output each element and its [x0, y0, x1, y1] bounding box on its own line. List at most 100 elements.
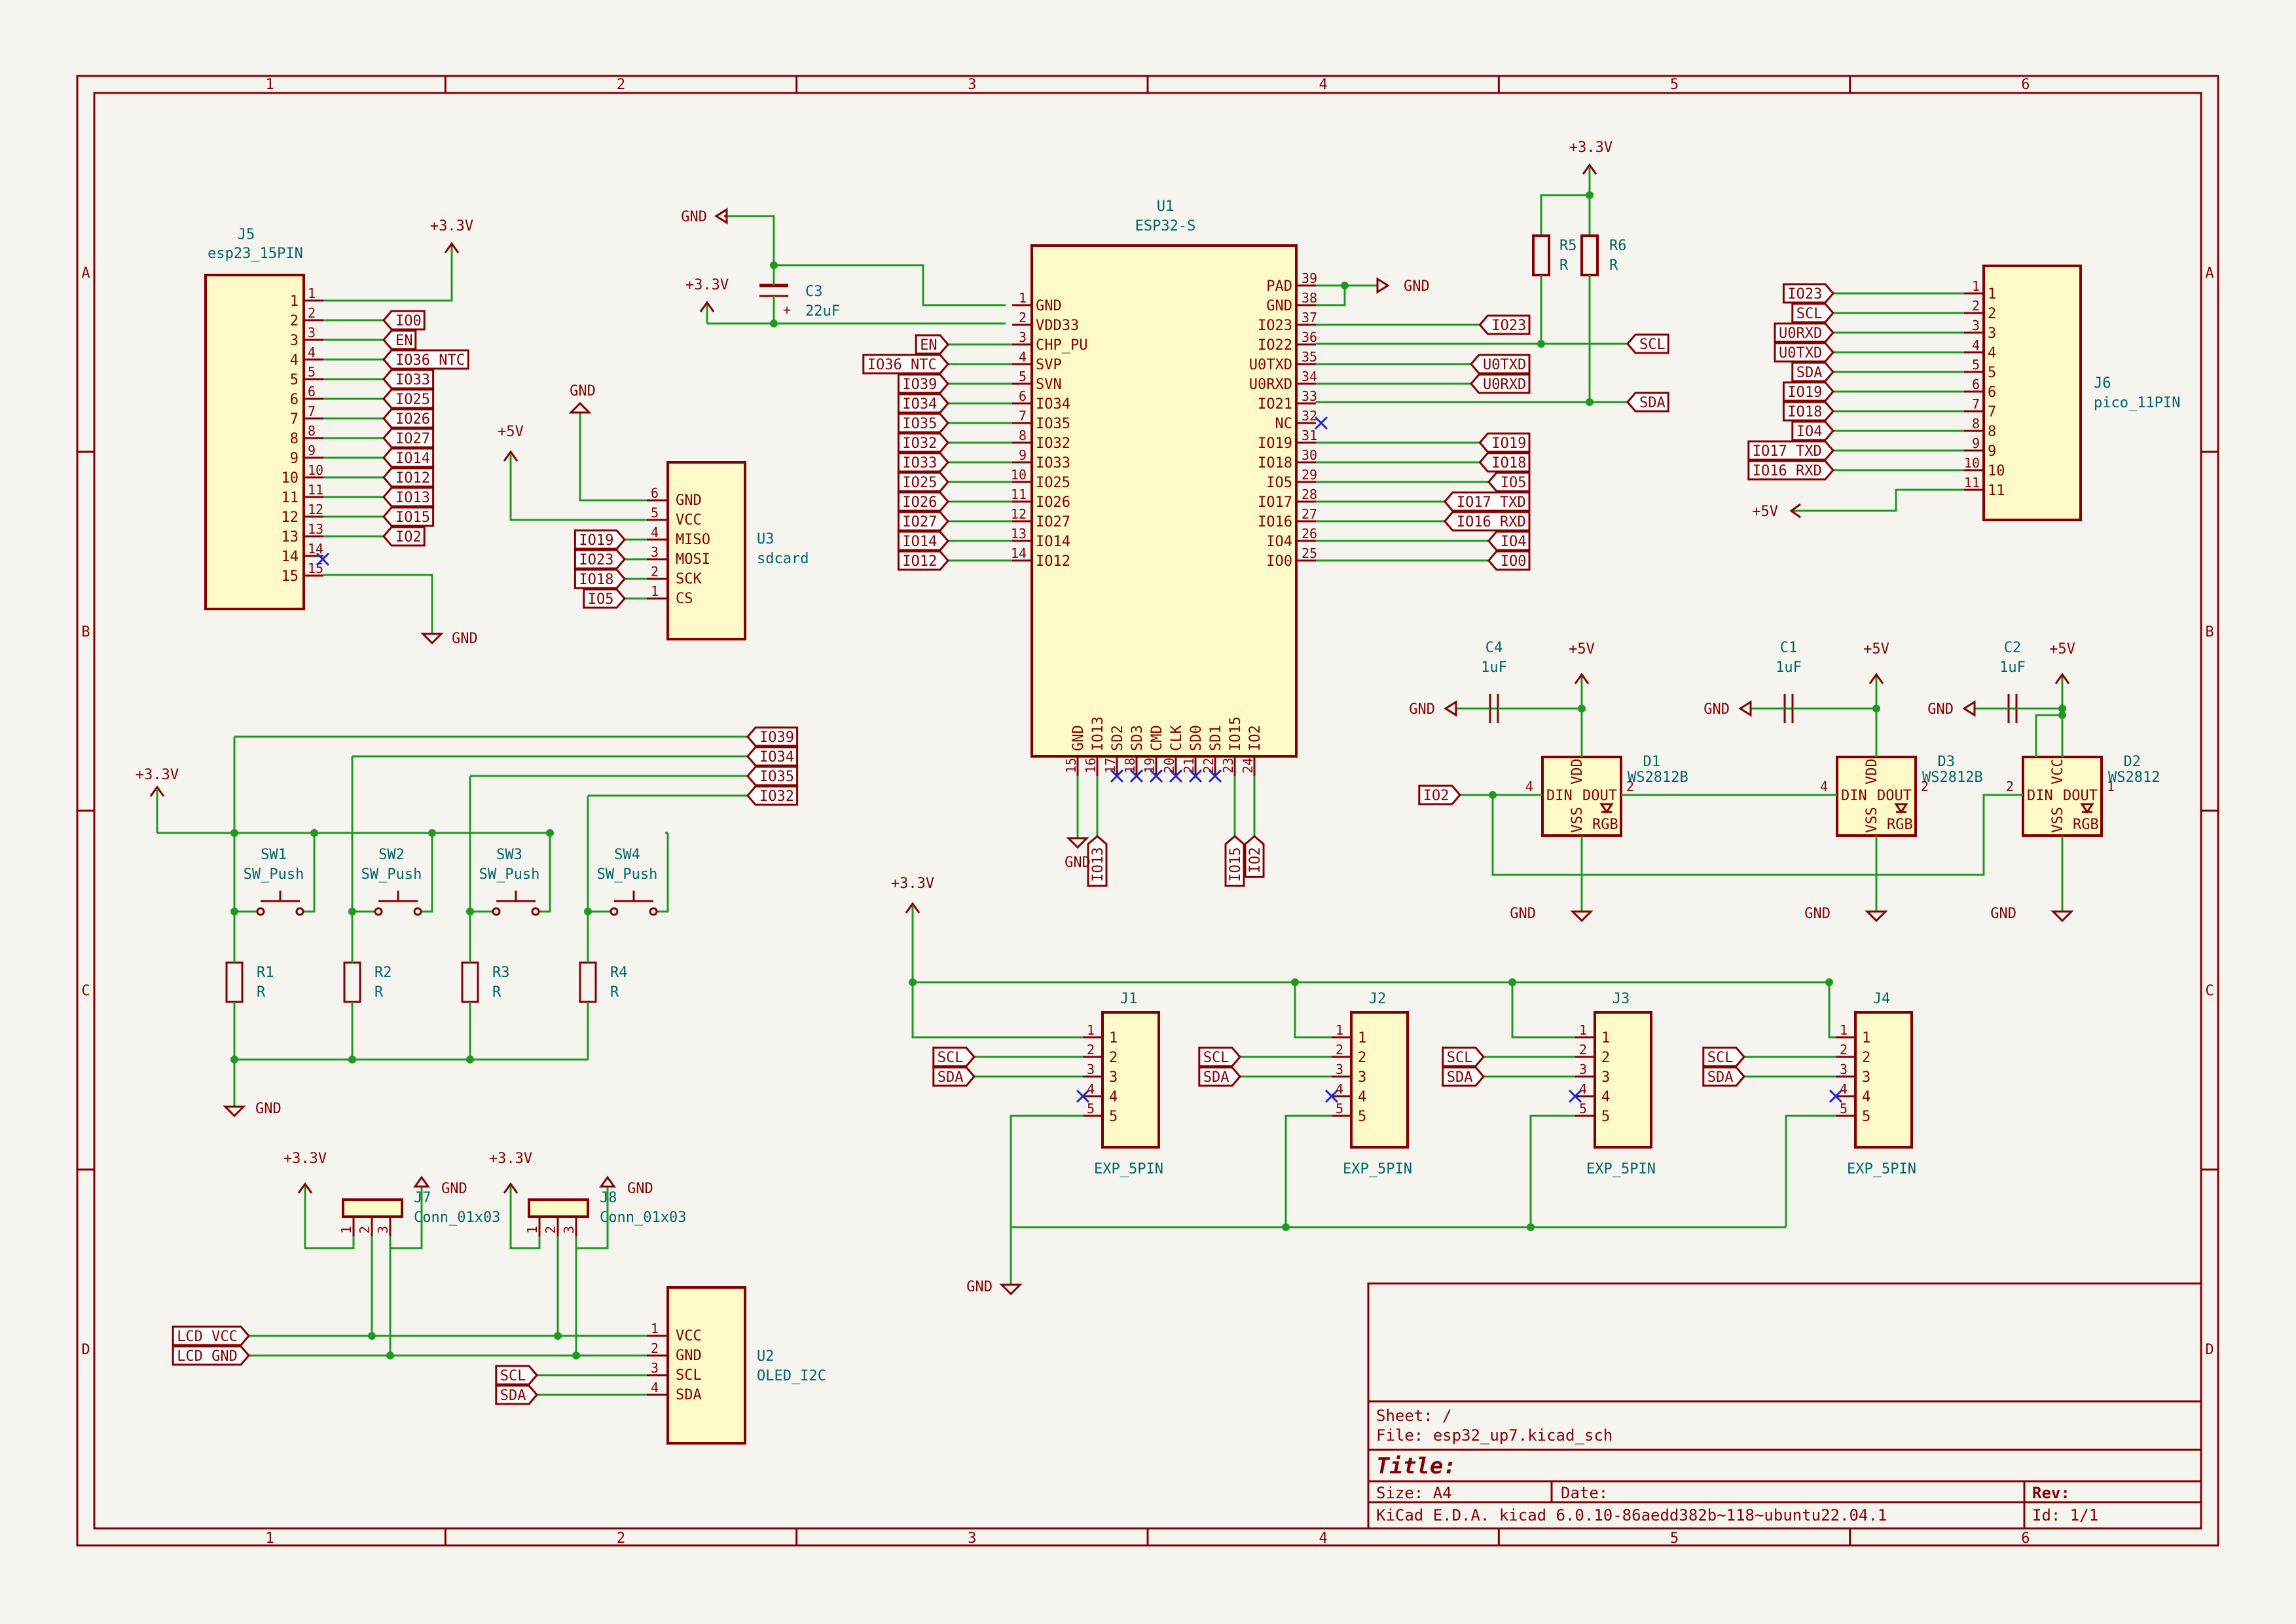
u3-net-label-shape [574, 549, 626, 570]
c3-plus: + [783, 302, 791, 318]
u1-right-net-label: IO16_RXD [1457, 514, 1526, 530]
power-arrow [503, 1182, 519, 1194]
u1-left-net-label: IO25 [902, 475, 937, 491]
j5-pin-number: 8 [308, 423, 316, 439]
u2-pin-number: 3 [651, 1360, 659, 1376]
u3-pin-number: 2 [651, 564, 659, 580]
conn3-body [342, 1198, 403, 1218]
u1-right-net-label: IO0 [1501, 553, 1527, 570]
no-connect-mark [1076, 1089, 1090, 1103]
no-connect-mark [1208, 769, 1222, 783]
exp-value: EXP_5PIN [1094, 1161, 1163, 1177]
gnd-label: GND [1510, 906, 1536, 922]
u1-ref: U1 [1157, 198, 1175, 215]
j6-pin-name: 4 [1988, 345, 1996, 361]
wire [911, 982, 1083, 1039]
no-connect-mark [1188, 769, 1203, 783]
led-pin-number: 1 [2107, 779, 2115, 794]
exp-value: EXP_5PIN [1343, 1161, 1412, 1177]
j5-net-label: IO2 [395, 529, 422, 545]
junction-dot [1825, 978, 1833, 986]
u1-pin-name: IO18 [1258, 455, 1292, 471]
j6-pin-name: 6 [1988, 384, 1996, 401]
led-cap-ref: C4 [1485, 640, 1503, 656]
exp-sda-label: SDA [1707, 1069, 1734, 1086]
switch-contact [531, 907, 540, 916]
junction-dot [1291, 978, 1299, 986]
u3-pin-number: 6 [651, 485, 659, 501]
u1-pin-name: SD2 [1110, 725, 1126, 751]
wire [389, 1187, 423, 1249]
sw-3v3-label: +3.3V [136, 767, 179, 783]
j6-pin-number: 1 [1972, 278, 1980, 294]
exp-ref: J1 [1120, 991, 1138, 1007]
led-vdd-name: VDD [1569, 758, 1586, 784]
exp-pin-name: 4 [1601, 1089, 1610, 1105]
exp-scl-label: SCL [1203, 1050, 1230, 1066]
u1-pin-number: 11 [1011, 487, 1027, 502]
switch-net-label: IO32 [759, 788, 794, 805]
u2-pin-number: 2 [651, 1340, 659, 1356]
u1-left-net-label-shape [897, 471, 949, 492]
u1-pin-name: VDD33 [1036, 318, 1079, 334]
u1-right-net-label-shape [1478, 452, 1531, 473]
j5-pin-number: 9 [308, 443, 316, 458]
u1-left-net-label-shape [897, 491, 949, 512]
u1-pin-number: 3 [1019, 329, 1027, 345]
wire [304, 1184, 355, 1249]
u1-value: ESP32-S [1135, 218, 1196, 234]
exp-body [1854, 1011, 1913, 1149]
led-dout-name: DOUT [1582, 788, 1617, 804]
exp-pin-name: 2 [1358, 1050, 1366, 1066]
exp-sda-label: SDA [1447, 1069, 1473, 1086]
exp-sda-label: SDA [938, 1069, 964, 1086]
wire [575, 1187, 609, 1249]
grid-col-top: 4 [1319, 77, 1328, 93]
led-cap-gnd-label: GND [1704, 701, 1730, 718]
u1-bottom-net-label-shape [1224, 835, 1245, 887]
wire [302, 833, 316, 913]
u3-net-label: IO19 [579, 532, 613, 549]
j5-net-label-shape [382, 526, 426, 547]
j5-net-label-shape [382, 447, 435, 468]
conn3-pin-number: 2 [543, 1226, 558, 1234]
resistor-body [343, 961, 361, 1003]
u1-pin-name: IO0 [1266, 553, 1292, 570]
j5-pin-number: 3 [308, 325, 316, 341]
conn3-pin-number: 1 [338, 1226, 354, 1234]
switch-net-label-shape [746, 726, 799, 747]
exp-pin-number: 5 [1336, 1101, 1343, 1116]
exp-pin-number: 5 [1579, 1101, 1587, 1116]
switch-net-label-shape [746, 785, 799, 806]
j5-pin-number: 5 [308, 364, 316, 380]
grid-col-bottom: 4 [1319, 1530, 1328, 1547]
led-vss-name: VSS [2050, 807, 2066, 833]
tb-date: Date: [1561, 1484, 1608, 1502]
u1-pin-number: 22 [1201, 758, 1216, 773]
u1-pin-name: NC [1275, 416, 1293, 432]
j5-net-label-shape [382, 329, 417, 350]
led-cap-value: 1uF [1776, 659, 1802, 676]
switch-ref: SW3 [496, 847, 522, 863]
led-pin-number: 2 [2006, 779, 2014, 794]
j5-net-label: IO26 [395, 411, 430, 428]
no-connect-mark [1324, 1089, 1339, 1103]
u1-pin-name: U0RXD [1249, 377, 1292, 393]
j5-net-label-shape [382, 428, 435, 449]
gnd-symbol [2050, 910, 2074, 923]
u1-pin-name: SD3 [1129, 725, 1146, 751]
grid-row-left: D [81, 1342, 90, 1358]
led-cap-ref: C1 [1780, 640, 1798, 656]
title-block: Sheet: / File: esp32_up7.kicad_sch Title… [1367, 1282, 2202, 1530]
exp-pin-number: 2 [1840, 1042, 1848, 1058]
j6-pin-number: 4 [1972, 337, 1980, 353]
exp-sda-label-shape [1442, 1066, 1485, 1087]
gnd-symbol [1444, 700, 1457, 717]
resistor-value: R [374, 984, 384, 1001]
u1-left-net-label-shape [897, 413, 949, 434]
j6-pin-number: 6 [1972, 377, 1980, 392]
j6-net-label: IO4 [1796, 424, 1823, 440]
